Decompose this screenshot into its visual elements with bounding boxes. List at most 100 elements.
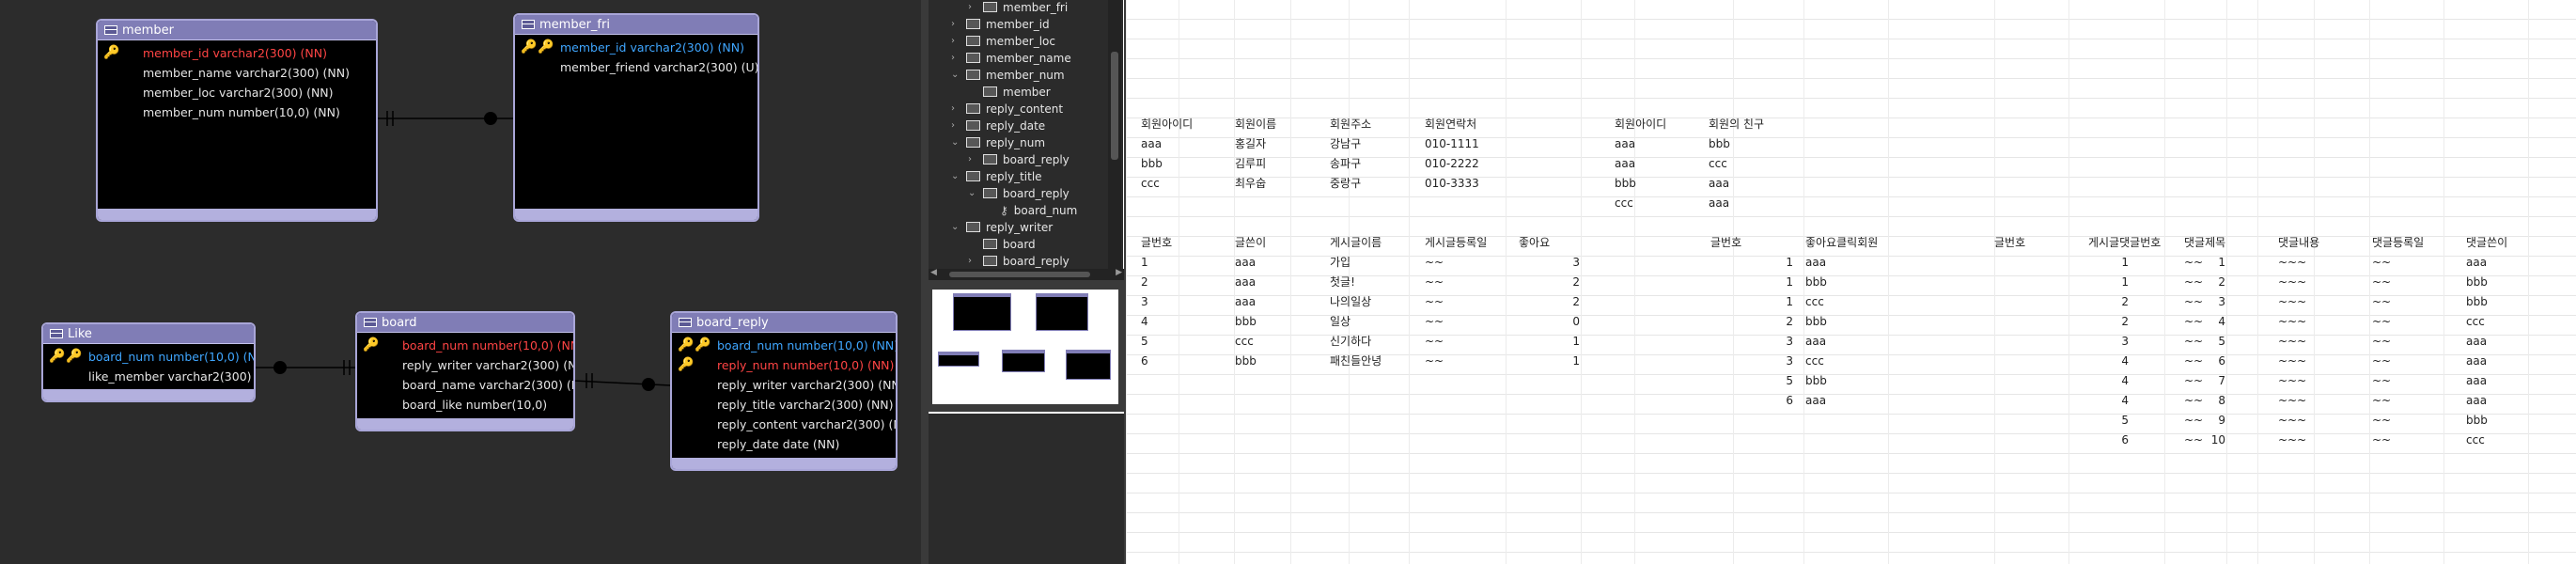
cell[interactable]: 4 (2121, 394, 2129, 407)
cell[interactable]: 2 (1572, 295, 1580, 308)
column-row[interactable]: reply_content varchar2(300) (NN) (672, 415, 896, 434)
cell[interactable]: 1 (1572, 354, 1580, 368)
tree-item[interactable]: ⚷board_num (1000, 202, 1077, 219)
header-cell[interactable]: 글쓴이 (1235, 236, 1267, 249)
tree-item[interactable]: ›member_loc (951, 33, 1055, 50)
cell[interactable]: ~~ (2184, 335, 2204, 348)
cell[interactable]: ~~~ (2278, 414, 2307, 427)
tree-item[interactable]: ›member_name (951, 50, 1071, 67)
cell[interactable]: 1 (2121, 256, 2129, 269)
cell[interactable]: 6 (1141, 354, 1148, 368)
header-cell[interactable]: 회원주소 (1330, 118, 1372, 131)
cell[interactable]: ~~~ (2278, 256, 2307, 269)
column-row[interactable]: 🔑reply_num number(10,0) (NN) (672, 355, 896, 375)
cell[interactable]: 홍길자 (1235, 137, 1267, 150)
cell[interactable]: 7 (2218, 374, 2225, 387)
cell[interactable]: 1 (1786, 256, 1793, 269)
tree-item[interactable]: ›board_reply (968, 253, 1069, 270)
pane-divider[interactable] (1124, 0, 1126, 564)
entity-member[interactable]: member🔑member_id varchar2(300) (NN)membe… (96, 19, 378, 222)
header-cell[interactable]: 게시글이름 (1330, 236, 1382, 249)
cell[interactable]: ~~ (2372, 295, 2392, 308)
column-row[interactable]: 🔑🔑board_num number(10,0) (NN) (43, 347, 254, 367)
cell[interactable]: 1 (1141, 256, 1148, 269)
header-cell[interactable]: 댓글제목 (2184, 236, 2226, 249)
cell[interactable]: 2 (2121, 295, 2129, 308)
entity-header[interactable]: Like (43, 324, 254, 344)
tree-item[interactable]: ⌄board_reply (968, 185, 1069, 202)
header-cell[interactable]: 회원아이디 (1141, 118, 1194, 131)
cell[interactable]: ~~ (2372, 433, 2392, 446)
cell[interactable]: aaa (1615, 137, 1636, 150)
cell[interactable]: 3 (1572, 256, 1580, 269)
header-cell[interactable]: 댓글등록일 (2372, 236, 2425, 249)
tree-item[interactable]: member (983, 84, 1051, 101)
erd-canvas[interactable]: member🔑member_id varchar2(300) (NN)membe… (0, 0, 921, 564)
cell[interactable]: ~~ (1425, 354, 1444, 368)
tree-item[interactable]: board (983, 236, 1036, 253)
header-cell[interactable]: 회원의 친구 (1709, 118, 1765, 131)
cell[interactable]: 5 (2218, 335, 2225, 348)
chevron-right-icon[interactable]: › (951, 36, 955, 46)
cell[interactable]: 중랑구 (1330, 177, 1362, 190)
chevron-down-icon[interactable]: ⌄ (951, 137, 960, 148)
cell[interactable]: 1 (2218, 256, 2225, 269)
header-cell[interactable]: 좋아요 (1519, 236, 1551, 249)
cell[interactable]: ~~ (2372, 256, 2392, 269)
column-row[interactable]: 🔑🔑member_id varchar2(300) (NN) (515, 38, 757, 57)
cell[interactable]: aaa (1805, 394, 1827, 407)
cell[interactable]: ccc (1709, 157, 1727, 170)
chevron-right-icon[interactable]: › (951, 120, 955, 131)
cell[interactable]: aaa (2466, 354, 2488, 368)
cell[interactable]: ~~ (1425, 256, 1444, 269)
cell[interactable]: 4 (1141, 315, 1148, 328)
cell[interactable]: 신기하다 (1330, 335, 1372, 348)
entity-member-fri[interactable]: member_fri 🔑🔑member_id varchar2(300) (NN)… (513, 13, 759, 222)
cell[interactable]: aaa (1235, 256, 1257, 269)
column-row[interactable]: reply_writer varchar2(300) (NN) (672, 375, 896, 395)
entity-header[interactable]: member_fri (515, 15, 757, 35)
cell[interactable]: aaa (1805, 335, 1827, 348)
cell[interactable]: ~~ (2184, 394, 2204, 407)
cell[interactable]: ccc (1235, 335, 1254, 348)
cell[interactable]: ~~~ (2278, 433, 2307, 446)
cell[interactable]: 1 (1786, 275, 1793, 289)
cell[interactable]: ~~~ (2278, 275, 2307, 289)
cell[interactable]: aaa (1805, 256, 1827, 269)
cell[interactable]: 3 (2218, 295, 2225, 308)
cell[interactable]: aaa (1235, 295, 1257, 308)
header-cell[interactable]: 회원이름 (1235, 118, 1277, 131)
cell[interactable]: 나의일상 (1330, 295, 1372, 308)
column-row[interactable]: 🔑board_num number(10,0) (NN) (357, 336, 573, 355)
cell[interactable]: 1 (1572, 335, 1580, 348)
cell[interactable]: ~~ (1425, 335, 1444, 348)
cell[interactable]: ~~~ (2278, 295, 2307, 308)
cell[interactable]: bbb (2466, 275, 2488, 289)
cell[interactable]: aaa (1235, 275, 1257, 289)
cell[interactable]: 3 (1786, 354, 1793, 368)
cell[interactable]: 010-2222 (1425, 157, 1479, 170)
cell[interactable]: 3 (1786, 335, 1793, 348)
cell[interactable]: bbb (1235, 354, 1257, 368)
entity-board-reply[interactable]: board_reply🔑🔑board_num number(10,0) (NN)… (670, 311, 898, 471)
entity-header[interactable]: board (357, 313, 573, 333)
cell[interactable]: 김루피 (1235, 157, 1267, 170)
column-row[interactable]: reply_title varchar2(300) (NN) (672, 395, 896, 415)
cell[interactable]: ~~ (2184, 295, 2204, 308)
chevron-down-icon[interactable]: ⌄ (968, 188, 976, 198)
cell[interactable]: ~~ (2184, 354, 2204, 368)
cell[interactable]: 1 (1786, 295, 1793, 308)
cell[interactable]: 4 (2121, 354, 2129, 368)
cell[interactable]: 9 (2218, 414, 2225, 427)
cell[interactable]: bbb (1709, 137, 1730, 150)
cell[interactable]: ~~ (1425, 295, 1444, 308)
cell[interactable]: 6 (2218, 354, 2225, 368)
tree-item[interactable]: ⌄reply_num (951, 134, 1045, 151)
cell[interactable]: 송파구 (1330, 157, 1362, 170)
cell[interactable]: 8 (2218, 394, 2225, 407)
chevron-right-icon[interactable]: › (951, 53, 955, 63)
cell[interactable]: 2 (1141, 275, 1148, 289)
cell[interactable]: 가입 (1330, 256, 1351, 269)
chevron-right-icon[interactable]: › (968, 256, 972, 266)
